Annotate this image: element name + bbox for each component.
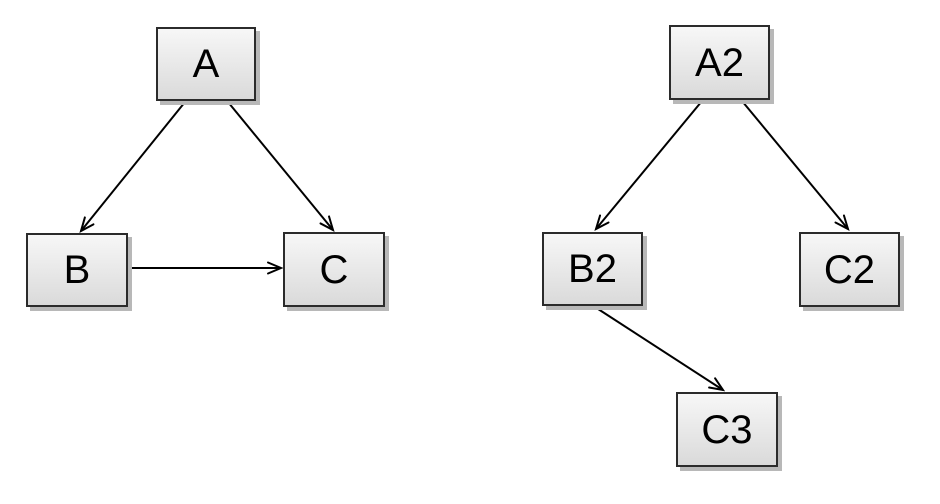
edge-A-B [79,101,186,233]
node-label: B [63,248,91,292]
node-label: B2 [568,247,617,291]
node-A2: A2 [669,25,770,100]
edge-group [79,100,850,392]
node-label: A [192,42,220,86]
edge-A2-B2 [594,100,703,231]
node-label: A2 [695,40,744,85]
node-label: C2 [823,247,876,292]
edge-A-C [227,101,335,232]
node-B: B [26,233,128,307]
edge-B2-C3 [594,306,726,392]
node-label: C [319,247,349,292]
node-label: C3 [701,407,753,452]
node-C3: C3 [676,392,778,467]
node-C: C [283,232,385,307]
node-A: A [156,27,256,101]
edge-A2-C2 [741,100,850,231]
node-B2: B2 [542,232,643,306]
node-C2: C2 [799,232,900,307]
